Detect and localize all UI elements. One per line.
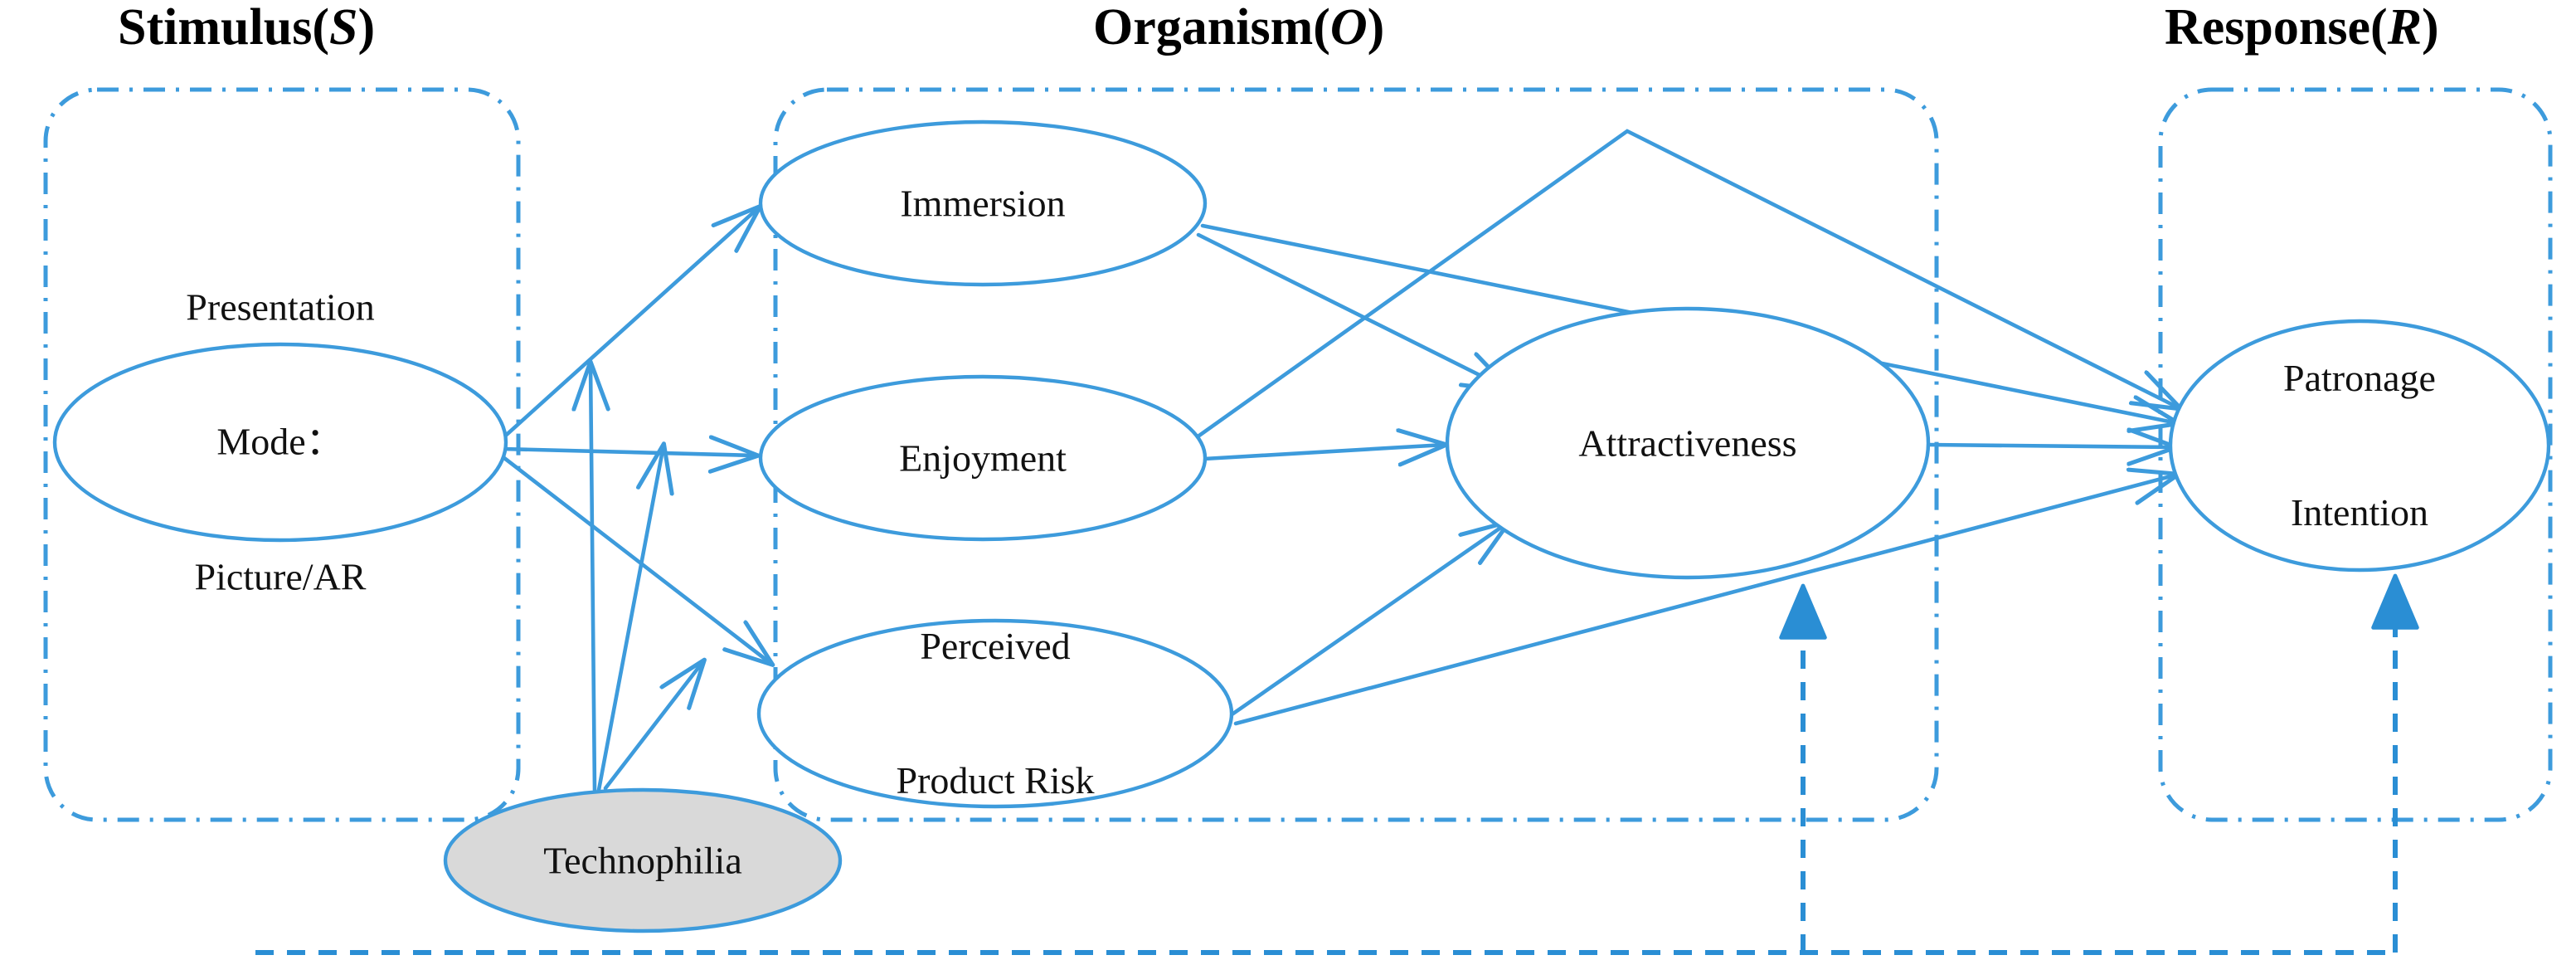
node-perceived-product-risk[interactable] [756,618,1234,809]
section-title-organism-post: ) [1367,0,1385,56]
node-attractiveness[interactable] [1445,306,1931,580]
section-title-organism: Organism(O) [1093,2,1384,53]
edge-enjoyment-to-attractiveness [1202,445,1445,459]
edge-presentation-to-perceived-product-risk [502,456,771,664]
response-container [2158,87,2553,822]
node-technophilia[interactable] [443,787,843,933]
node-enjoyment[interactable] [758,374,1208,542]
section-title-stimulus-pre: Stimulus( [118,0,329,56]
node-immersion[interactable] [758,119,1208,287]
node-presentation-mode[interactable] [52,342,508,543]
section-title-stimulus-post: ) [357,0,376,56]
edge-presentation-to-immersion [498,207,759,442]
edge-technophilia-to-presentation-immersion-path [591,363,595,792]
section-title-organism-pre: Organism( [1093,0,1330,56]
edge-technophilia-to-presentation-risk-path [603,661,703,791]
edge-perceived-product-risk-to-patronage-intention [1233,475,2177,726]
section-title-response-pre: Response( [2165,0,2388,56]
edge-enjoyment-to-patronage-intention [1194,129,2180,440]
node-patronage-intention[interactable] [2168,319,2551,573]
edge-perceived-product-risk-to-attractiveness [1228,523,1508,718]
edge-immersion-to-attractiveness [1196,232,1509,390]
section-title-response-post: ) [2422,0,2439,56]
edge-attractiveness-to-patronage-intention [1927,445,2175,447]
section-title-response-symbol: R [2387,0,2423,56]
edge-presentation-to-enjoyment [500,449,756,456]
moderation-edges [255,573,2419,955]
edge-technophilia-to-presentation-enjoyment-path [596,446,663,792]
section-title-organism-symbol: O [1329,0,1368,56]
section-title-stimulus-symbol: S [328,0,358,56]
stimulus-container [43,87,521,822]
section-title-response: Response(R) [2165,2,2439,53]
nodes [52,119,2551,933]
structural-edges [498,129,2180,792]
section-title-stimulus: Stimulus(S) [118,2,375,53]
